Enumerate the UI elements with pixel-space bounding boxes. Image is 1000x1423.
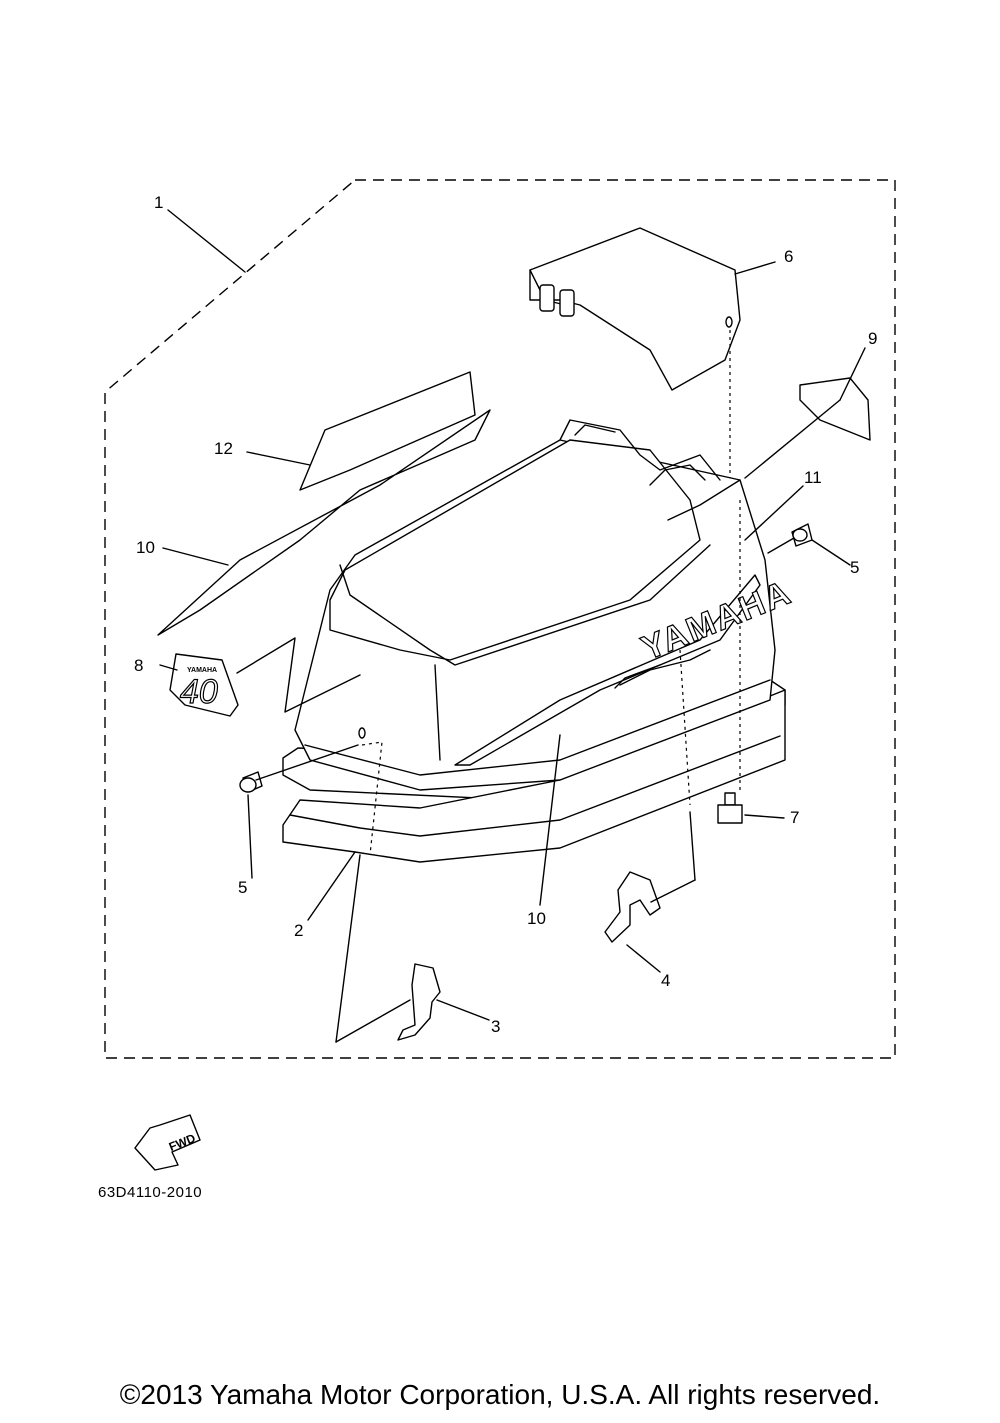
decal-position-marker	[236, 637, 361, 713]
part-9-plate	[799, 377, 871, 441]
callout-2: 2	[294, 921, 303, 940]
callout-4: 4	[661, 971, 670, 990]
part-6-top-cap	[529, 227, 741, 391]
callout-8: 8	[134, 656, 143, 675]
part-12-decal	[299, 371, 476, 491]
emblem-brand-text: YAMAHA	[187, 667, 217, 674]
part-5-grommet-right	[791, 523, 813, 547]
callout-6: 6	[784, 247, 793, 266]
part-7-bolt	[717, 792, 743, 824]
leader-lines	[159, 209, 866, 1043]
copyright-notice: ©2013 Yamaha Motor Corporation, U.S.A. A…	[119, 1379, 881, 1410]
part-4-hook	[604, 871, 661, 943]
callout-10-right: 10	[527, 909, 546, 928]
diagram-part-code: 63D4110-2010	[98, 1184, 203, 1201]
callout-3: 3	[491, 1017, 500, 1036]
part-10-left-decal	[157, 409, 491, 636]
top-cowling-main-body: YAMAHA	[294, 419, 798, 791]
assembly-boundary	[104, 179, 896, 1059]
part-8-emblem: YAMAHA 40	[169, 653, 239, 717]
callout-11: 11	[804, 468, 822, 487]
callout-1: 1	[154, 193, 163, 212]
callout-9: 9	[868, 329, 877, 348]
part-3-hook	[397, 963, 441, 1041]
callout-12: 12	[214, 439, 233, 458]
callout-5-left: 5	[238, 878, 247, 897]
fwd-direction-arrow: FWD	[134, 1114, 201, 1171]
callout-10-left: 10	[136, 538, 155, 557]
part-5-grommet-left	[239, 771, 263, 793]
callout-5-right: 5	[850, 558, 859, 577]
alignment-dotted-lines	[361, 330, 741, 856]
emblem-model-text: 40	[180, 673, 218, 711]
callout-7: 7	[790, 808, 799, 827]
